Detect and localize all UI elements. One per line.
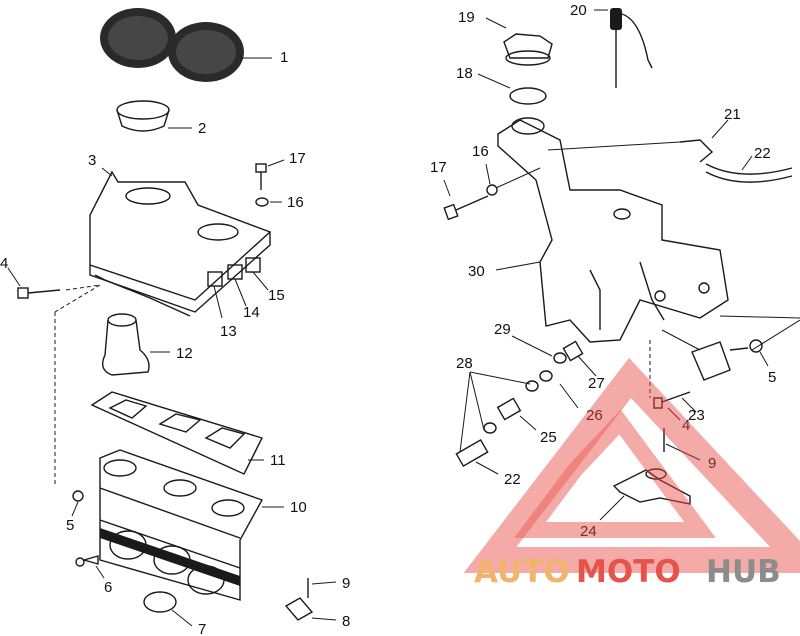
callout-23: 23 bbox=[688, 407, 705, 424]
gasket-part bbox=[90, 391, 263, 475]
callout-5-left: 5 bbox=[66, 517, 74, 534]
callout-17-left: 17 bbox=[289, 150, 306, 167]
callout-28: 28 bbox=[456, 355, 473, 372]
bolt-part-4-left bbox=[17, 287, 61, 299]
callout-5-right: 5 bbox=[768, 369, 776, 386]
callout-30: 30 bbox=[468, 263, 485, 280]
bolt-part-17-right bbox=[443, 195, 489, 221]
nut-part-5-right bbox=[749, 339, 763, 353]
intake-boot-part bbox=[102, 313, 150, 376]
callout-22-bottom: 22 bbox=[504, 471, 521, 488]
callout-20: 20 bbox=[570, 2, 587, 19]
callout-8: 8 bbox=[342, 613, 350, 630]
watermark-text-moto: MOTO bbox=[576, 554, 681, 590]
callout-7: 7 bbox=[198, 621, 206, 636]
plug-part-7 bbox=[143, 591, 177, 613]
callout-11: 11 bbox=[270, 452, 286, 469]
watermark-text-auto: AUTO bbox=[474, 554, 570, 590]
washer-part-16-left bbox=[255, 197, 269, 207]
callout-24: 24 bbox=[580, 523, 597, 540]
callout-27: 27 bbox=[588, 375, 605, 392]
screw-part-4-right bbox=[653, 391, 691, 409]
clip-part-6 bbox=[75, 555, 99, 567]
callout-10: 10 bbox=[290, 499, 307, 516]
callout-16-left: 16 bbox=[287, 194, 304, 211]
hose-assembly-part-28 bbox=[455, 370, 553, 468]
dipstick-part bbox=[610, 8, 653, 88]
watermark-logo bbox=[463, 357, 800, 573]
callout-9-left: 9 bbox=[342, 575, 350, 592]
callout-4-left: 4 bbox=[0, 255, 8, 272]
callout-16-right: 16 bbox=[472, 143, 489, 160]
callout-6: 6 bbox=[104, 579, 112, 596]
watermark-text-hub: HUB bbox=[706, 554, 781, 590]
oil-tank-part bbox=[497, 117, 729, 343]
cap-gasket-part bbox=[509, 87, 547, 105]
callout-13: 13 bbox=[220, 323, 237, 340]
callout-12: 12 bbox=[176, 345, 193, 362]
callout-2: 2 bbox=[198, 120, 206, 137]
callout-21: 21 bbox=[724, 106, 741, 123]
air-box-lid-part bbox=[89, 170, 272, 317]
ring-part bbox=[116, 100, 170, 132]
callout-25: 25 bbox=[540, 429, 557, 446]
callout-1: 1 bbox=[280, 49, 288, 66]
air-box-base-part bbox=[99, 449, 264, 601]
callout-18: 18 bbox=[456, 65, 473, 82]
callout-14: 14 bbox=[243, 304, 260, 321]
foam-filter-part bbox=[100, 8, 244, 82]
washer-part-16-right bbox=[486, 184, 498, 196]
screw-part-17-left bbox=[255, 163, 267, 190]
bracket-part-8 bbox=[284, 578, 314, 621]
callout-17-right: 17 bbox=[430, 159, 447, 176]
fitting-part-27 bbox=[553, 340, 584, 364]
hose-fitting-part-21 bbox=[679, 139, 714, 163]
mount-bracket-part-24 bbox=[612, 468, 691, 505]
callout-9-right: 9 bbox=[708, 455, 716, 472]
sensor-part-23 bbox=[691, 341, 749, 381]
callout-15: 15 bbox=[268, 287, 285, 304]
callout-26: 26 bbox=[586, 407, 603, 424]
callout-4-right: 4 bbox=[682, 417, 690, 434]
nut-part-5-left bbox=[72, 490, 84, 502]
callout-19: 19 bbox=[458, 9, 475, 26]
hose-part-22-top bbox=[705, 163, 793, 175]
fuel-cap-part bbox=[503, 33, 553, 66]
callout-3: 3 bbox=[88, 152, 96, 169]
callout-22-top: 22 bbox=[754, 145, 771, 162]
callout-29: 29 bbox=[494, 321, 511, 338]
